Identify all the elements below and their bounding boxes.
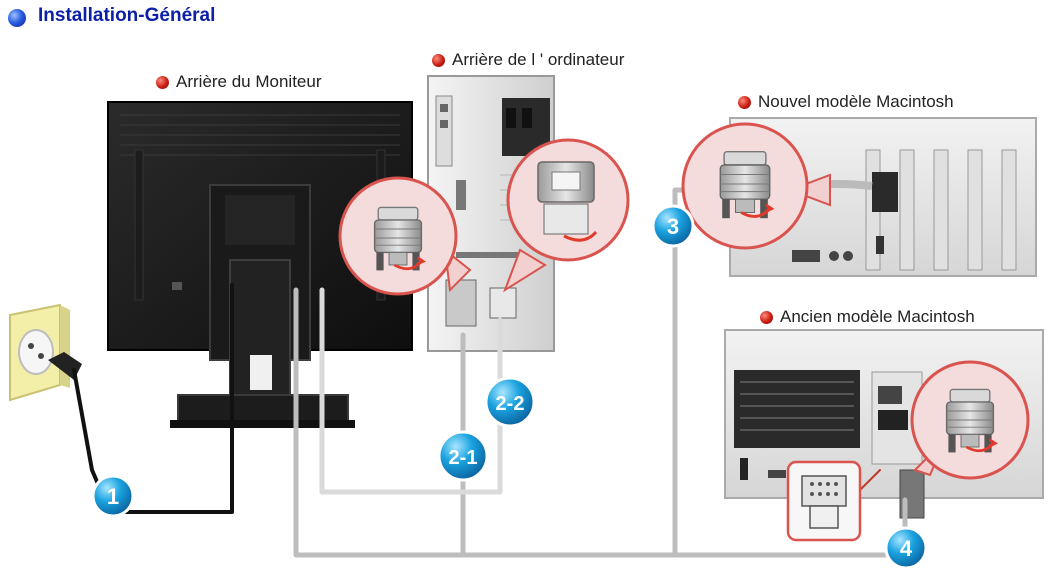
badge-4-label: 4 bbox=[900, 536, 913, 561]
title-bullet-icon bbox=[8, 9, 26, 27]
callout-monitor-back-label: Arrière du Moniteur bbox=[176, 72, 322, 91]
badge-1: 1 bbox=[91, 474, 135, 518]
callout-monitor-back: Arrière du Moniteur bbox=[156, 72, 322, 92]
badge-2-2-label: 2-2 bbox=[496, 393, 525, 415]
page-title: Installation-Général bbox=[38, 5, 216, 26]
red-bullet-icon bbox=[432, 53, 445, 67]
callout-computer-back-label: Arrière de l ' ordinateur bbox=[452, 50, 625, 69]
badge-2-1: 2-1 bbox=[437, 430, 489, 482]
badge-1-label: 1 bbox=[107, 484, 119, 509]
zoom-detail-dvi-computer bbox=[503, 138, 630, 293]
zoom-detail-mac-adapter bbox=[786, 460, 862, 542]
zoom-detail-new-mac bbox=[681, 122, 831, 250]
red-bullet-icon bbox=[760, 310, 773, 324]
callout-computer-back: Arrière de l ' ordinateur bbox=[432, 50, 624, 70]
zoom-detail-old-mac bbox=[910, 360, 1030, 480]
badge-3: 3 bbox=[651, 204, 695, 248]
callout-old-mac-label: Ancien modèle Macintosh bbox=[780, 307, 975, 326]
badge-2-1-label: 2-1 bbox=[449, 447, 478, 469]
red-bullet-icon bbox=[738, 95, 751, 109]
red-bullet-icon bbox=[156, 75, 169, 89]
callout-new-mac: Nouvel modèle Macintosh bbox=[738, 92, 954, 112]
badge-2-2: 2-2 bbox=[484, 376, 536, 428]
wall-outlet-icon bbox=[9, 303, 82, 402]
callout-old-mac: Ancien modèle Macintosh bbox=[760, 307, 975, 327]
badge-3-label: 3 bbox=[667, 214, 679, 239]
callout-new-mac-label: Nouvel modèle Macintosh bbox=[758, 92, 954, 111]
zoom-detail-vga-computer bbox=[338, 176, 472, 296]
badge-4: 4 bbox=[884, 526, 928, 570]
